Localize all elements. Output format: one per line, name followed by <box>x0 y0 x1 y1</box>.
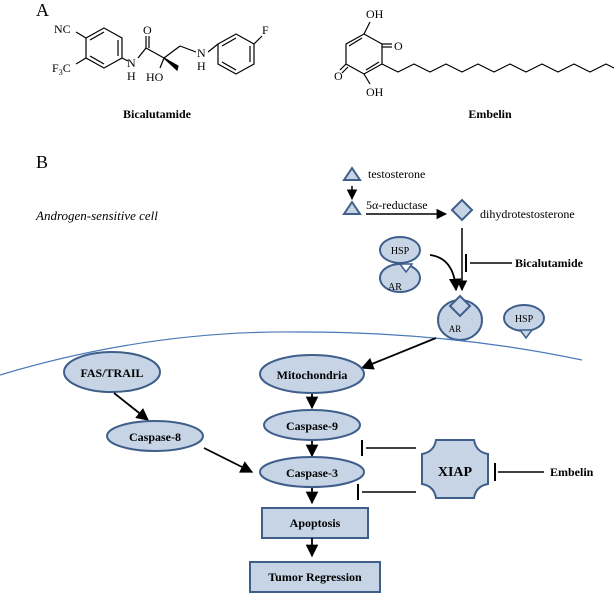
hsp-notch-2 <box>518 329 534 340</box>
embelin-atoms: OH OH O O <box>334 7 403 99</box>
xiap-node <box>421 439 489 499</box>
caspase-8-label: Caspase-8 <box>129 430 181 444</box>
caspase-9-label: Caspase-9 <box>286 419 338 433</box>
hsp-label-2: HSP <box>515 314 534 325</box>
fas-trail-node <box>63 351 161 393</box>
ar-bound-diamond <box>448 294 472 318</box>
caspase-9-node <box>263 409 361 441</box>
bicalutamide-label: Bicalutamide <box>515 256 584 270</box>
mitochondria-node <box>259 354 365 394</box>
atom-amide-n: N <box>127 56 136 70</box>
panel-a-label: A <box>36 0 49 20</box>
atom-o-right: O <box>394 39 403 53</box>
apoptosis-label: Apoptosis <box>290 516 341 530</box>
testosterone-triangle <box>342 166 362 181</box>
ar-notch-1 <box>398 263 414 274</box>
caspase-8-node <box>106 420 204 452</box>
atom-ho: HO <box>146 70 164 84</box>
cell-label: Androgen-sensitive cell <box>35 208 158 223</box>
fas-to-casp8-arrow <box>113 392 149 421</box>
caspase-3-label: Caspase-3 <box>286 466 338 480</box>
dht-label: dihydrotestosterone <box>480 207 575 221</box>
embelin-label: Embelin <box>550 465 594 479</box>
cell-membrane <box>0 331 583 376</box>
caspase-3-node <box>259 456 365 488</box>
hsp-label-1: HSP <box>391 246 410 257</box>
dht-diamond <box>450 198 474 222</box>
atom-oh-top: OH <box>366 7 384 21</box>
testosterone-label: testosterone <box>368 167 425 181</box>
atom-nc: NC <box>54 22 71 36</box>
casp8-to-casp3-arrow <box>203 447 254 473</box>
atom-nh-h: H <box>197 59 206 73</box>
reductase-label: 5α-reductase <box>366 198 428 212</box>
tumor-regression-node <box>249 561 381 593</box>
embelin-name: Embelin <box>468 107 512 121</box>
apoptosis-node <box>261 507 369 539</box>
atom-f: F <box>262 23 269 37</box>
ar-label-2: AR <box>449 324 462 334</box>
mitochondria-label: Mitochondria <box>277 368 348 382</box>
atom-o: O <box>143 23 152 37</box>
complex-curve-arrow <box>429 254 462 292</box>
xiap-label: XIAP <box>438 465 473 480</box>
bicalutamide-structure <box>75 27 263 75</box>
atom-f3c-f: F3C <box>52 61 71 77</box>
bicalutamide-name: Bicalutamide <box>123 107 192 121</box>
atom-nh-n: N <box>197 46 206 60</box>
ar-to-mitochondria-arrow <box>360 337 437 370</box>
bicalutamide-atoms: NC F3C N H O HO N H F <box>52 22 269 84</box>
atom-oh-bottom: OH <box>366 85 384 99</box>
reductase-triangle <box>342 200 362 215</box>
atom-amide-h: H <box>127 69 136 83</box>
fas-trail-label: FAS/TRAIL <box>80 366 143 380</box>
ar-label-1: AR <box>388 282 402 293</box>
embelin-structure <box>339 21 614 85</box>
panel-b-label: B <box>36 152 48 172</box>
tumor-regression-label: Tumor Regression <box>268 570 362 584</box>
atom-o-left: O <box>334 69 343 83</box>
